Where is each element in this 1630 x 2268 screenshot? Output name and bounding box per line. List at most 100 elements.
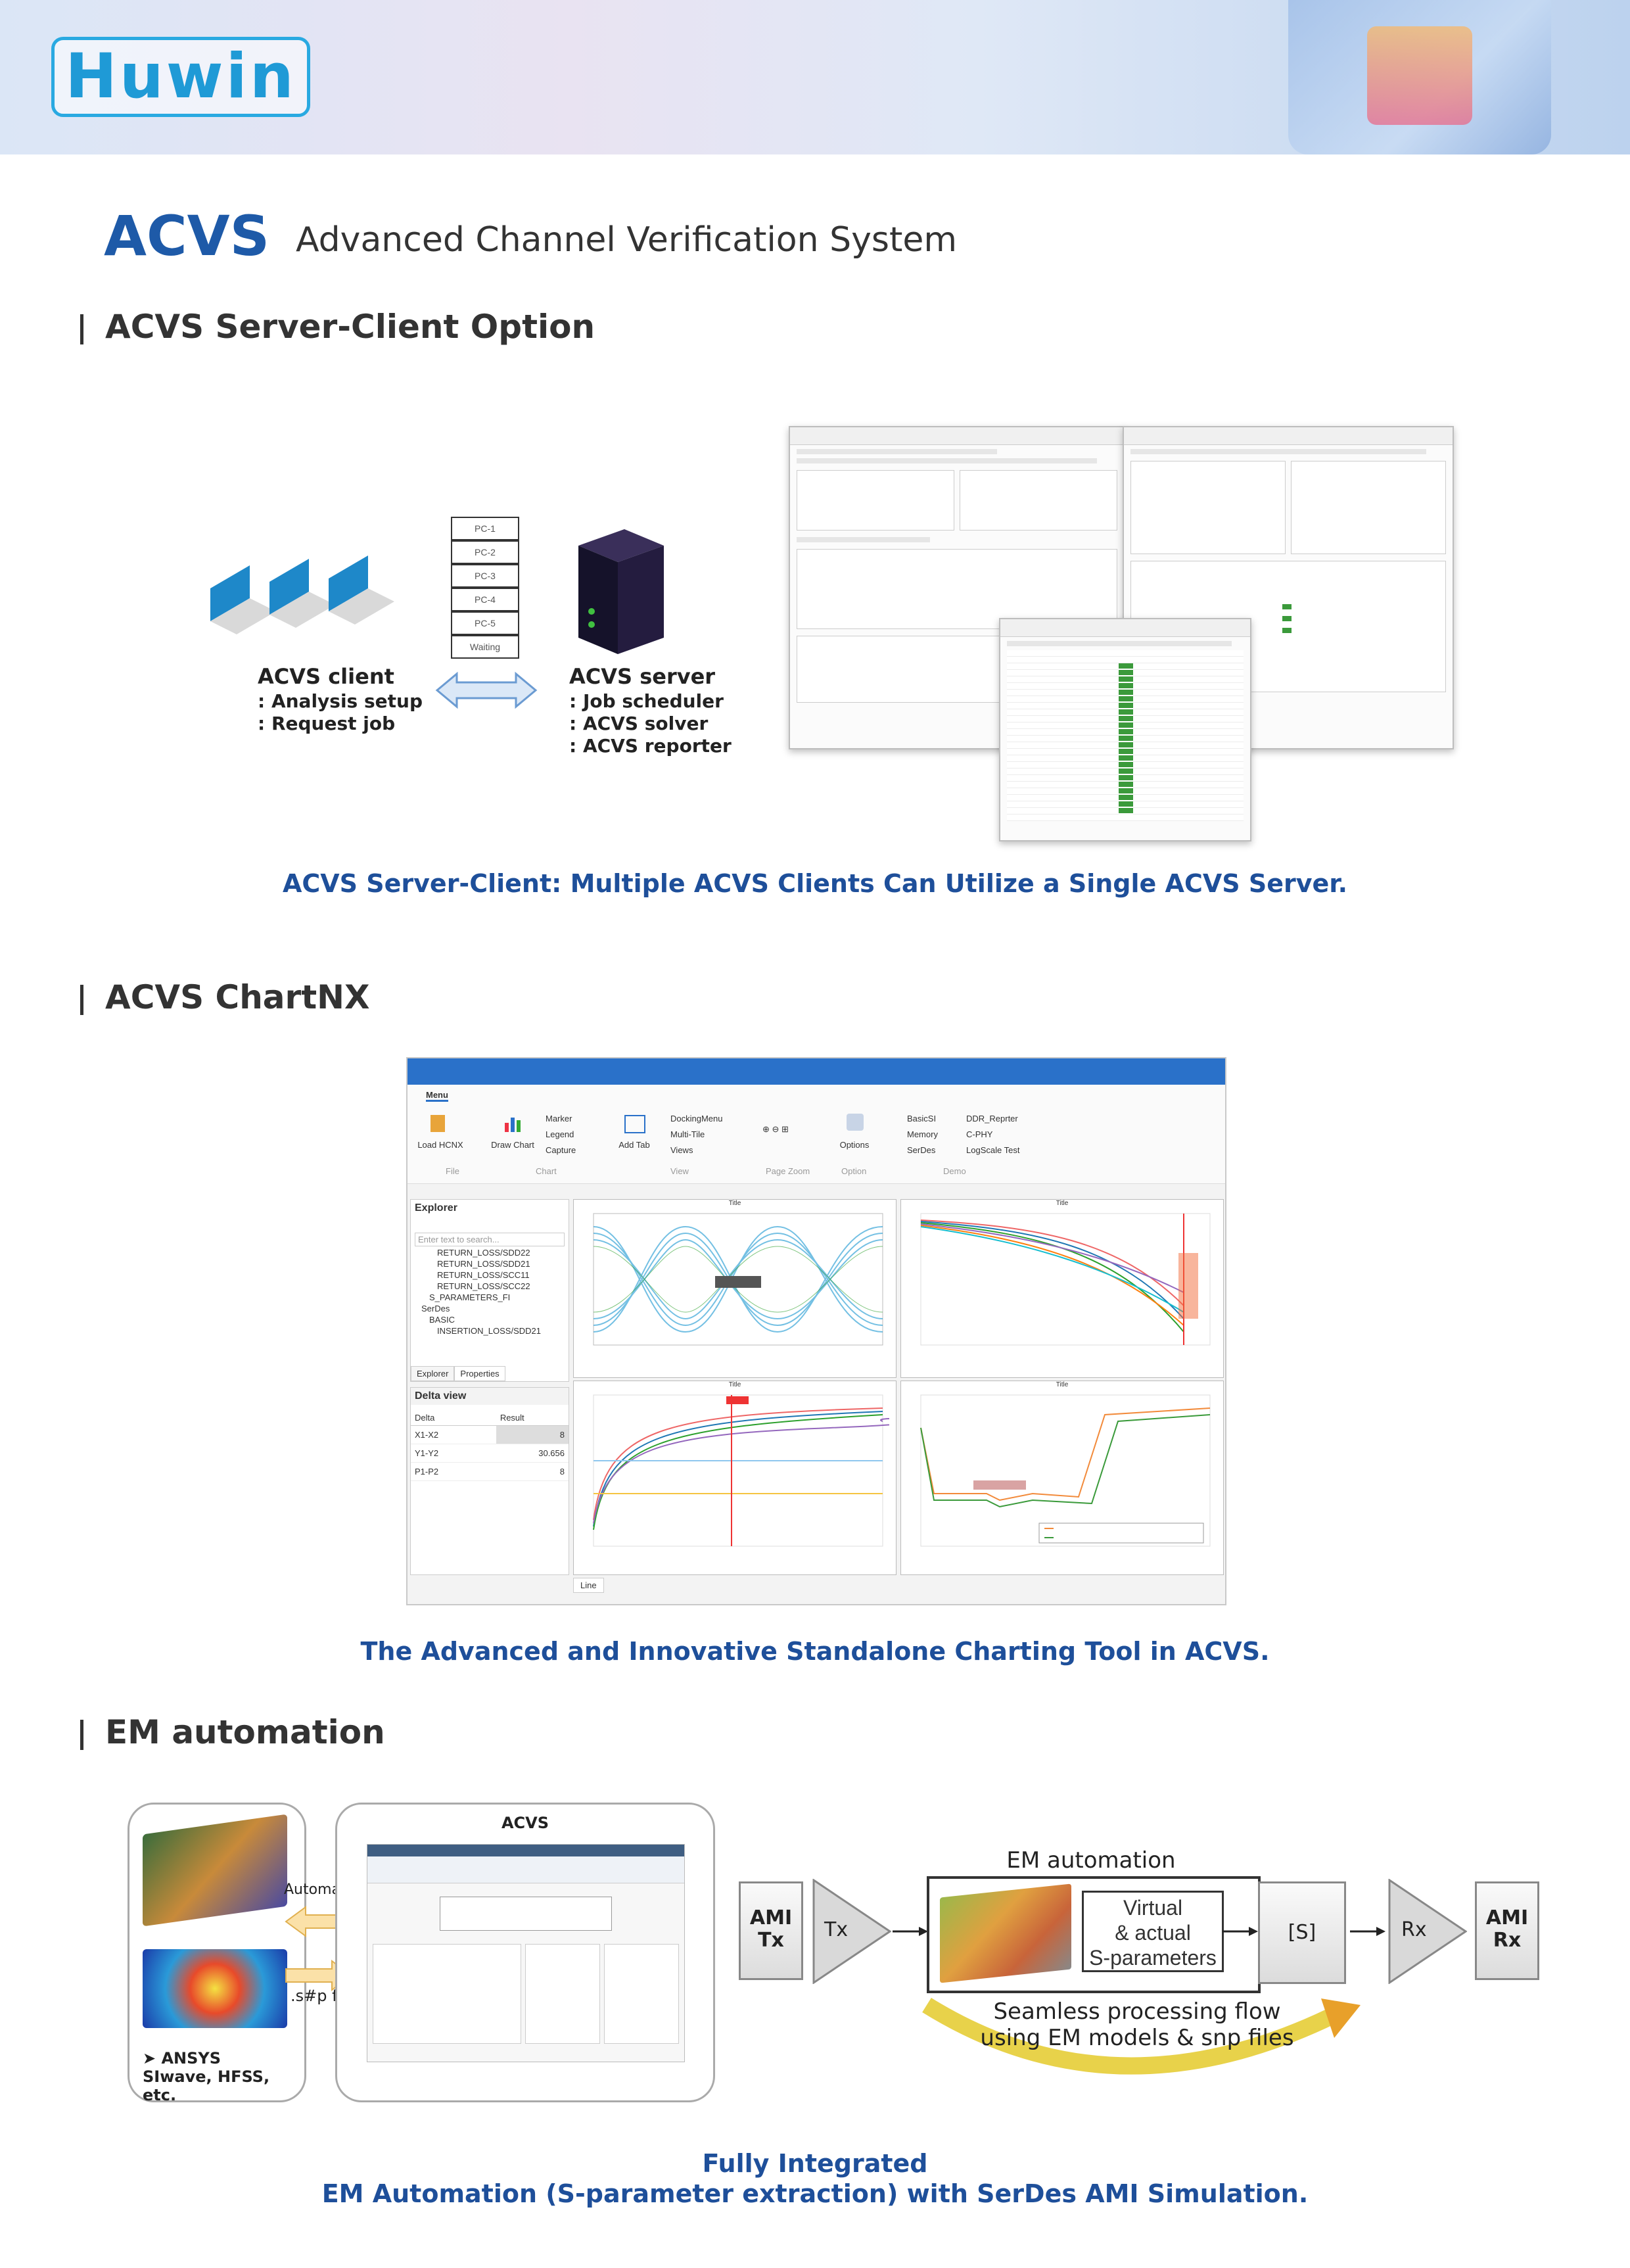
group-label: File [446,1166,459,1176]
queue-item: PC-1 [451,517,519,540]
demo-logscale[interactable]: LogScale Test [966,1145,1020,1155]
tree-item[interactable]: RETURN_LOSS/SCC11 [437,1270,530,1280]
acvs-box: ACVS [335,1803,715,2102]
queue-item: PC-2 [451,540,519,564]
flow-text: Seamless processing flow using EM models… [980,1998,1294,2051]
views-menu[interactable]: Views [670,1145,693,1155]
tree-item[interactable]: RETURN_LOSS/SCC22 [437,1281,530,1291]
explorer-panel: Explorer Enter text to search... RETURN_… [410,1199,569,1382]
legend-menu[interactable]: Legend [546,1129,574,1139]
job-list-window-screenshot [999,618,1251,841]
bidirectional-arrow-icon [435,671,538,709]
section2-caption: The Advanced and Innovative Standalone C… [360,1637,1270,1666]
tdr-plot[interactable]: Title [900,1381,1224,1575]
draw-chart-button[interactable]: Draw Chart [491,1140,534,1150]
client-label: ACVS client [258,664,394,689]
demo-memory[interactable]: Memory [907,1129,938,1139]
rx-label: Rx [1401,1918,1427,1941]
page-title: ACVS [104,204,270,268]
s-param-block: [S] [1258,1881,1346,1984]
explorer-search[interactable]: Enter text to search... [415,1233,565,1246]
tab-menu[interactable]: Menu [426,1090,448,1102]
capture-menu[interactable]: Capture [546,1145,576,1155]
chartnx-app-window: Menu Load HCNX Draw Chart Marker Legend … [406,1057,1226,1605]
section-heading-em: EM automation [105,1713,385,1751]
bar-chart-icon [505,1118,521,1132]
section1-caption: ACVS Server-Client: Multiple ACVS Client… [282,869,1348,898]
tdr-graphic [920,1394,1211,1547]
em-automation-title: EM automation [1006,1847,1176,1874]
em-tools-label: ➤ ANSYS SIwave, HFSS, etc. [143,2049,270,2104]
demo-serdes[interactable]: SerDes [907,1145,936,1155]
eye-diagram-graphic [593,1213,883,1346]
section-marker [80,985,83,1015]
huwin-logo: Huwin [51,37,310,117]
return-loss-plot[interactable]: Title [573,1381,918,1575]
load-icon [431,1115,445,1132]
server-item: : ACVS reporter [569,735,732,757]
tree-item[interactable]: S_PARAMETERS_FI [429,1292,511,1302]
multi-tile-toggle[interactable]: Multi-Tile [670,1129,705,1139]
server-label: ACVS server [569,664,716,689]
demo-ddr[interactable]: DDR_Reprter [966,1114,1018,1123]
tree-item[interactable]: SerDes [421,1304,450,1313]
field-plot-image [143,1949,287,2028]
queue-item: PC-5 [451,611,519,635]
acvs-box-title: ACVS [501,1814,549,1832]
group-label: View [670,1166,689,1176]
group-label: Option [841,1166,867,1176]
rx-triangle-icon [1388,1879,1467,1984]
flow-arrow-icon [922,1997,1361,2075]
pcb-model-image [940,1883,1071,1983]
add-tab-button[interactable]: Add Tab [618,1140,650,1150]
demo-basicsi[interactable]: BasicSI [907,1114,937,1123]
section-marker [80,1720,83,1750]
eye-diagram-plot[interactable]: Title [573,1199,896,1378]
arrow-icon [1350,1927,1386,1936]
tab-properties[interactable]: Properties [454,1366,505,1381]
acvs-screenshot [367,1844,685,2062]
marker-menu[interactable]: Marker [546,1114,572,1123]
tree-item[interactable]: RETURN_LOSS/SDD22 [437,1248,530,1258]
load-hcnx-button[interactable]: Load HCNX [417,1140,463,1150]
client-item: : Analysis setup [258,690,423,712]
add-tab-icon [624,1115,645,1133]
page-subtitle: Advanced Channel Verification System [296,220,958,260]
tab-line[interactable]: Line [573,1578,604,1593]
ribbon: Menu Load HCNX Draw Chart Marker Legend … [408,1085,1225,1184]
server-item: : Job scheduler [569,690,724,712]
options-button[interactable]: Options [839,1140,870,1150]
section-marker [80,314,83,344]
em-tools-box: ➤ ANSYS SIwave, HFSS, etc. [128,1803,306,2104]
tx-triangle-icon [812,1879,891,1984]
zoom-icons[interactable]: ⊕ ⊖ ⊞ [762,1124,789,1134]
tree-item[interactable]: RETURN_LOSS/SDD21 [437,1259,530,1269]
app-titlebar [408,1058,1225,1085]
section-heading-server-client: ACVS Server-Client Option [105,308,595,346]
options-icon [847,1114,864,1131]
loss-plot[interactable]: Title [900,1199,1224,1378]
chip-core-graphic [1367,26,1472,125]
group-label: Page Zoom [766,1166,810,1176]
explorer-title: Explorer [415,1202,457,1214]
demo-cphy[interactable]: C-PHY [966,1129,993,1139]
loss-curves-graphic [920,1213,1211,1346]
server-item: : ACVS solver [569,713,709,734]
docking-menu[interactable]: DockingMenu [670,1114,723,1123]
tree-item[interactable]: BASIC [429,1315,455,1325]
tab-explorer[interactable]: Explorer [411,1366,455,1381]
pcb-3d-image [143,1814,287,1927]
tree-item[interactable]: INSERTION_LOSS/SDD21 [437,1326,541,1336]
client-item: : Request job [258,713,396,734]
queue-item: PC-4 [451,588,519,611]
queue-item: PC-3 [451,564,519,588]
client-window-screenshot [789,426,1125,749]
